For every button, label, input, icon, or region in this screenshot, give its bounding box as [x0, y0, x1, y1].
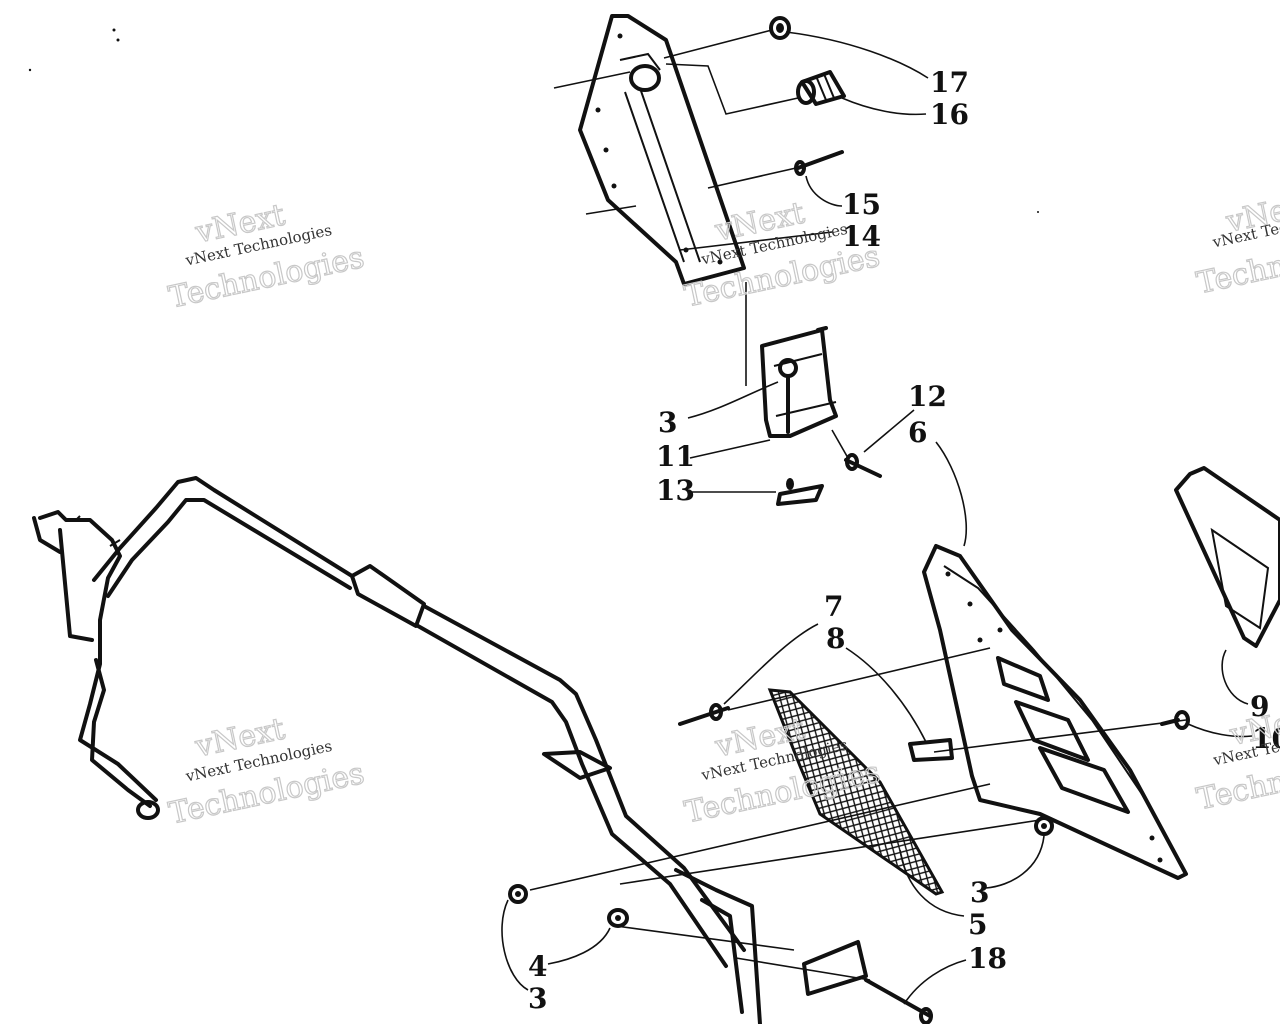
washer-4	[607, 908, 629, 928]
callout-14: 14	[842, 220, 881, 253]
bushing-16	[796, 70, 846, 106]
lower-leaders	[501, 441, 1253, 1005]
spacer-8	[908, 738, 954, 762]
callout-8: 8	[826, 622, 845, 655]
watermark-top-left: vNext vNext Technologies Technologies	[165, 197, 368, 316]
bolt-12	[844, 453, 882, 478]
nut-3-right	[1034, 816, 1054, 836]
bushing-17	[769, 16, 791, 40]
mesh-grille	[767, 688, 945, 896]
callout-18: 18	[968, 942, 1007, 975]
watermark-top-right: vNext vNext Technologies Technologies	[1193, 186, 1280, 302]
callout-15: 15	[842, 188, 881, 221]
clip-13	[776, 478, 824, 506]
callout-12: 12	[908, 380, 947, 413]
callout-6: 6	[908, 416, 927, 449]
callout-9: 9	[1250, 690, 1269, 723]
headlight-panel	[922, 544, 1188, 880]
bumper-tube	[32, 476, 762, 1024]
callout-16: 16	[930, 98, 969, 131]
watermark-mid-left: vNext vNext Technologies Technologies	[165, 711, 368, 832]
callout-17: 17	[930, 66, 969, 99]
reflector-lens	[1174, 466, 1280, 648]
callout-13: 13	[656, 474, 695, 507]
scan-specks	[28, 28, 1039, 213]
mount-bracket	[760, 326, 838, 438]
callout-3-right: 3	[970, 876, 989, 909]
callout-5: 5	[968, 908, 987, 941]
bracket-leaders	[687, 381, 915, 493]
callout-10: 10	[1252, 722, 1280, 755]
upper-leaders	[553, 29, 929, 386]
callout-11: 11	[656, 440, 695, 473]
callout-7: 7	[824, 590, 843, 623]
callout-4: 4	[528, 950, 547, 983]
callout-3-lower: 3	[528, 982, 547, 1015]
nut-3-left	[508, 884, 528, 904]
callout-labels: 17 16 15 14 12 3 11 13 6 7 8 9 10 3 5 4 …	[528, 66, 1280, 1015]
callout-3-upper: 3	[658, 406, 677, 439]
screw-7	[678, 703, 730, 726]
bolt-15	[794, 150, 844, 176]
clip-18	[802, 940, 933, 1024]
